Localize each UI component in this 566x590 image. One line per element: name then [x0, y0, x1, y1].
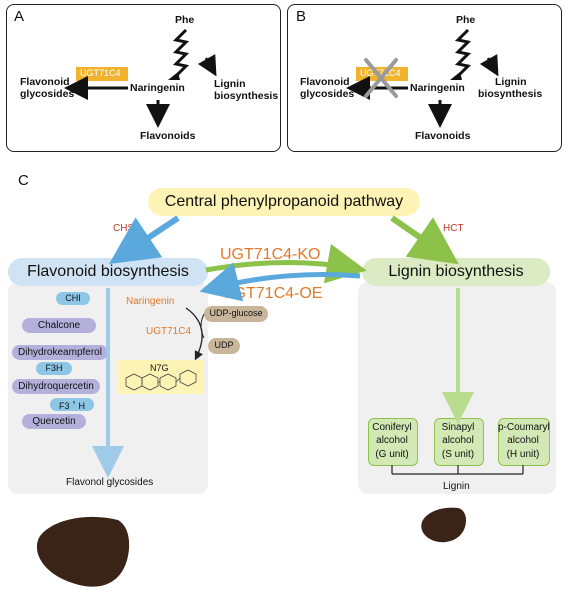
- panel-c-graphics: [36, 215, 524, 587]
- panels-ab-arrows: [64, 28, 499, 128]
- f3h-label: F3H: [45, 363, 63, 373]
- oe-arrow: [199, 262, 361, 302]
- panel-b-lignin-line2: biosynthesis: [478, 88, 543, 100]
- lignin-seed-icon: [421, 507, 466, 543]
- coniferyl-line1: Coniferyl: [372, 422, 412, 433]
- panel-a-zigzag-head: [168, 72, 180, 80]
- flavonoid-biosynthesis-box: [8, 258, 208, 286]
- sinapyl-line1: Sinapyl: [441, 422, 475, 433]
- panel-b-knockout-cross-icon: [364, 58, 398, 98]
- dihydrokaempferol-pill: [12, 345, 108, 360]
- dihydroquercetin-label: Dihydroquercetin: [18, 381, 94, 392]
- panel-a-phe: Phe: [175, 14, 195, 26]
- panel-a-naringenin: Naringenin: [130, 82, 185, 94]
- panel-a-phe-to-naringenin-arrow: [172, 28, 190, 80]
- udp-glucose-branch: [200, 313, 205, 339]
- chalcone-label: Chalcone: [37, 320, 81, 331]
- sinapyl-line2: alcohol: [442, 435, 474, 446]
- coumaryl-line2: alcohol: [507, 435, 539, 446]
- quercetin-pill: [22, 414, 86, 429]
- f3prime-h-label: F3＇H: [58, 401, 85, 411]
- panel-a-lignin-line1: Lignin: [214, 78, 246, 90]
- coumaryl-line3: (H unit): [506, 449, 540, 460]
- ugt-reaction-arrow: [185, 307, 203, 361]
- panel-b-phe-to-naringenin-arrow: [454, 28, 472, 80]
- central-pathway-box: [148, 188, 420, 216]
- oe-label: UGT71C4-OE: [222, 285, 323, 302]
- panel-b-phe-to-lignin-arrow: [479, 54, 499, 77]
- coumaryl-line1: p-Coumaryl: [498, 422, 550, 433]
- chs-arrow: [109, 215, 180, 264]
- n7g-structure-box: [118, 360, 204, 394]
- coumaryl-box: [498, 418, 550, 466]
- panel-b-flavonoids: Flavonoids: [415, 130, 471, 142]
- panel-a-flavonoid-glycosides-line2: glycosides: [20, 88, 75, 100]
- udp-glucose-label: UDP-glucose: [209, 308, 263, 318]
- f3h-pill: [36, 362, 72, 375]
- udp-label: UDP: [214, 340, 234, 350]
- panel-c-letter: C: [18, 172, 29, 189]
- panel-b-letter: B: [296, 8, 307, 25]
- naringenin-label: Naringenin: [126, 296, 175, 307]
- central-pathway-label: Central phenylpropanoid pathway: [164, 193, 404, 210]
- panel-b-flavonoid-glycosides-line1: Flavonoid: [300, 76, 350, 88]
- panel-a-ugt-box: [76, 67, 128, 81]
- chi-pill: [56, 292, 90, 305]
- lignin-biosynthesis-label: Lignin biosynthesis: [388, 263, 524, 280]
- panel-b-phe: Phe: [456, 14, 476, 26]
- panel-b-flavonoid-glycosides-line2: glycosides: [300, 88, 355, 100]
- panel-a-lignin-line2: biosynthesis: [214, 90, 279, 102]
- flavonol-glycosides-label: Flavonol glycosides: [66, 477, 154, 488]
- udp-glucose-pill: [204, 306, 268, 322]
- ko-label: UGT71C4-KO: [220, 246, 321, 263]
- panel-a-flavonoid-glycosides-line1: Flavonoid: [20, 76, 70, 88]
- panel-a-flavonoids: Flavonoids: [140, 130, 196, 142]
- panel-b-zigzag-head: [450, 72, 462, 80]
- coniferyl-box: [368, 418, 418, 466]
- quercetin-label: Quercetin: [32, 416, 76, 427]
- coniferyl-line3: (G unit): [375, 449, 409, 460]
- panel-a-letter: A: [14, 8, 25, 25]
- udp-pill: [208, 338, 240, 354]
- panel-b: [287, 4, 562, 152]
- flavonoid-seed-icon: [36, 516, 130, 587]
- dihydroquercetin-pill: [12, 379, 100, 394]
- f3prime-h-pill: [50, 398, 94, 411]
- chi-label: CHI: [65, 293, 81, 303]
- panel-a-ugt-label: UGT71C4: [80, 68, 121, 78]
- panel-b-ugt-label: UGT71C4: [360, 68, 401, 78]
- sinapyl-line3: (S unit): [441, 449, 475, 460]
- ugt71c4-label: UGT71C4: [146, 326, 192, 337]
- lignin-bracket: [391, 465, 524, 475]
- dihydrokaempferol-label: Dihydrokeampferol: [18, 347, 102, 358]
- panel-b-lignin-line1: Lignin: [495, 76, 527, 88]
- n7g-label: N7G: [150, 363, 169, 373]
- panel-b-naringenin: Naringenin: [410, 82, 465, 94]
- coniferyl-line2: alcohol: [376, 435, 408, 446]
- lignin-label: Lignin: [443, 481, 470, 492]
- panel-a-phe-to-lignin-arrow: [197, 54, 217, 77]
- flavonoid-biosynthesis-label: Flavonoid biosynthesis: [27, 263, 189, 280]
- chalcone-pill: [22, 318, 96, 333]
- hct-arrow: [390, 215, 459, 265]
- n7g-structure-icon: [125, 369, 197, 391]
- panel-a: [6, 4, 281, 152]
- ko-arrow: [205, 243, 367, 284]
